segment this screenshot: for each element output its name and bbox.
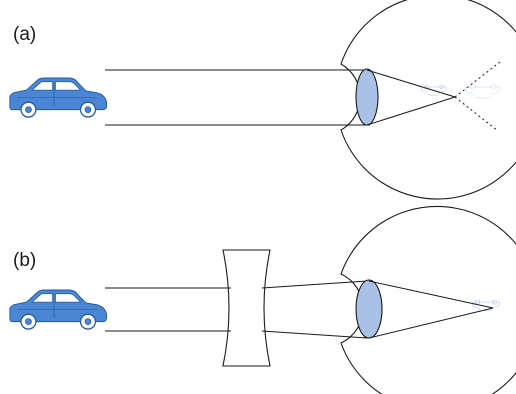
ray-top-diverged bbox=[261, 280, 368, 289]
blurred-image-icon bbox=[466, 84, 501, 99]
car-icon bbox=[9, 77, 108, 118]
ray-bottom-diverged bbox=[261, 330, 368, 339]
panel-b-label: (b) bbox=[13, 250, 36, 271]
panel-b: (b) bbox=[9, 205, 516, 394]
eye-lens bbox=[355, 279, 383, 339]
converging-ray-top bbox=[368, 280, 494, 309]
car-icon bbox=[9, 289, 108, 330]
panel-a: (a) bbox=[9, 0, 516, 200]
concave-lens bbox=[222, 249, 271, 367]
converging-ray-bottom bbox=[366, 96, 456, 126]
converging-ray-bottom bbox=[368, 307, 494, 339]
panel-a-label: (a) bbox=[13, 24, 36, 45]
diverging-ray-top bbox=[454, 61, 501, 98]
diverging-ray-bottom bbox=[454, 96, 499, 132]
converging-ray-top bbox=[366, 69, 456, 98]
inverted-car-icon bbox=[421, 84, 447, 96]
eye-lens bbox=[355, 68, 379, 126]
eyeball bbox=[340, 0, 516, 200]
inverted-car-icon bbox=[472, 299, 500, 311]
eyeball bbox=[340, 205, 516, 394]
